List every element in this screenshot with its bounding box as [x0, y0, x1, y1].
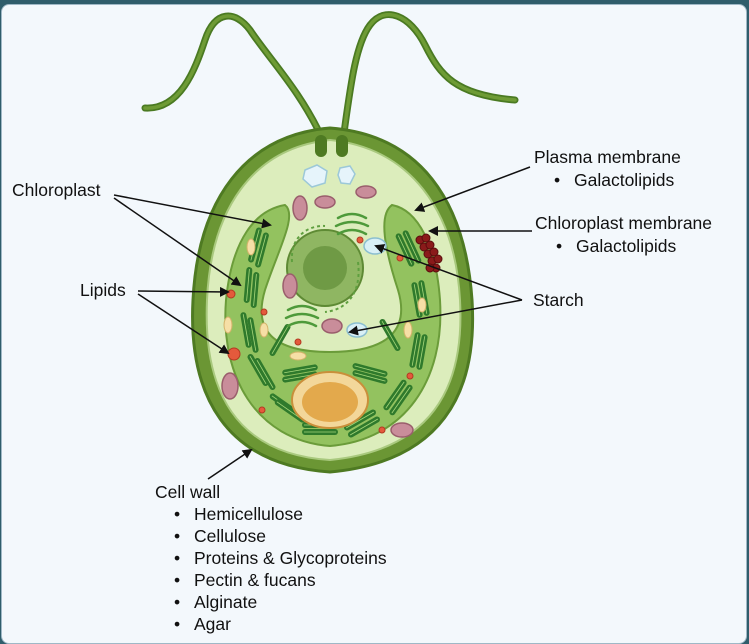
flagella	[145, 15, 515, 140]
cell-wall-item: Agar	[194, 614, 231, 634]
bullet: •	[174, 504, 180, 524]
bullet: •	[174, 592, 180, 612]
label-plasma-membrane-bullet: •	[554, 170, 560, 190]
cell-wall-item: Alginate	[194, 592, 257, 612]
label-chloroplast-membrane-item: Galactolipids	[576, 236, 676, 256]
cell-wall-item: Cellulose	[194, 526, 266, 546]
bullet: •	[174, 526, 180, 546]
bullet: •	[174, 548, 180, 568]
pyrenoid	[292, 372, 368, 428]
cell-wall-list: • Hemicellulose • Cellulose • Proteins &…	[174, 504, 387, 634]
label-lipids: Lipids	[80, 280, 126, 300]
cell-wall-item: Proteins & Glycoproteins	[194, 548, 387, 568]
cell-wall-item: Hemicellulose	[194, 504, 303, 524]
nucleus	[287, 230, 363, 306]
label-plasma-membrane: Plasma membrane	[534, 147, 681, 167]
label-chloroplast-membrane-bullet: •	[556, 236, 562, 256]
label-chloroplast-membrane: Chloroplast membrane	[535, 213, 712, 233]
cell-wall-item: Pectin & fucans	[194, 570, 316, 590]
label-starch: Starch	[533, 290, 584, 310]
label-chloroplast: Chloroplast	[12, 180, 101, 200]
bullet: •	[174, 570, 180, 590]
label-plasma-membrane-item: Galactolipids	[574, 170, 674, 190]
label-cell-wall: Cell wall	[155, 482, 220, 502]
bullet: •	[174, 614, 180, 634]
